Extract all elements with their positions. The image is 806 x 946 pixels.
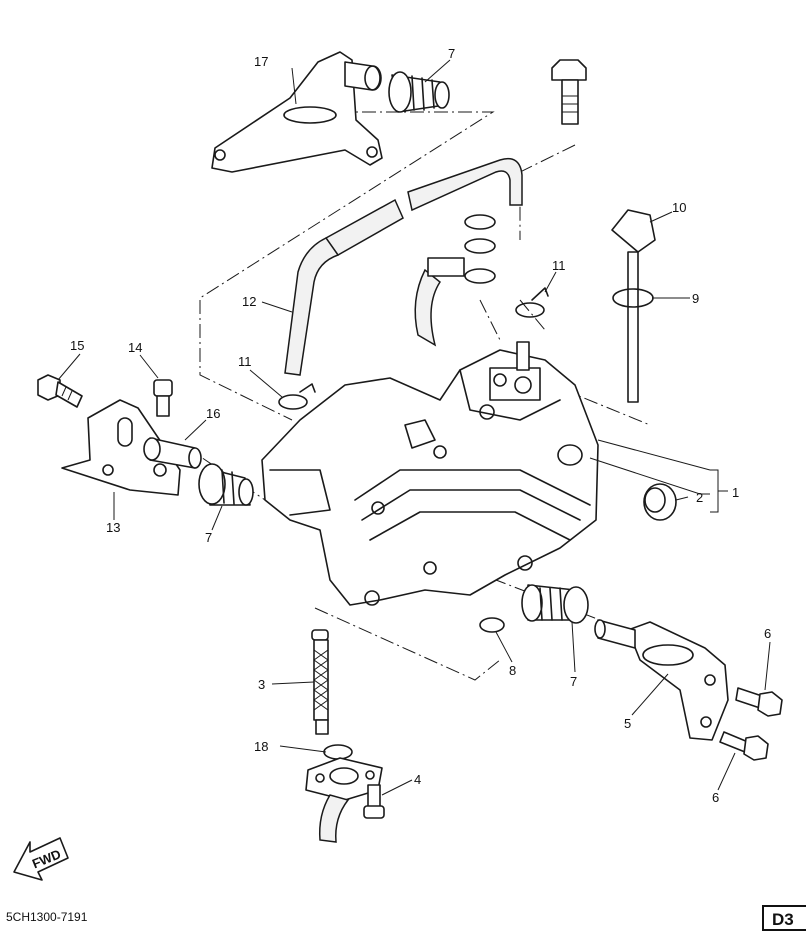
callout-11-left: 11 [238,354,252,369]
callout-10: 10 [672,200,686,215]
page-reference: D3 [762,905,806,931]
damper-7-right [521,584,589,624]
callout-16: 16 [206,406,220,421]
callout-7-top: 7 [448,46,455,61]
bracket-13 [61,399,181,496]
callout-14: 14 [128,340,142,355]
oring-8 [479,617,505,633]
strainer-3 [311,629,329,735]
bolt-6-lower [719,731,769,761]
bracket-5 [594,619,729,741]
dipstick-10 [611,209,656,403]
oring-18 [323,744,353,760]
callout-4: 4 [414,772,421,787]
damper-7-left [198,463,254,506]
bolt-6-upper [735,687,783,717]
callout-15: 15 [70,338,84,353]
bolt-15 [37,374,83,408]
collar-16 [143,437,202,469]
hose-12 [284,157,523,376]
callout-9: 9 [692,291,699,306]
callout-11-right: 11 [552,258,566,273]
callout-1: 1 [732,485,739,500]
callout-13: 13 [106,520,120,535]
fwd-arrow-icon: FWD [13,837,69,881]
callout-5: 5 [624,716,631,731]
bracket-17 [211,51,383,173]
callout-6-lower: 6 [712,790,719,805]
clip-11-left [278,383,316,410]
callout-6-upper: 6 [764,626,771,641]
callout-8: 8 [509,663,516,678]
callout-7-left: 7 [205,530,212,545]
oil-tank-1 [261,341,599,606]
clip-11-right [515,287,549,318]
callout-labels: 1 2 3 4 5 6 6 7 7 7 8 9 10 11 11 12 13 1… [70,46,771,805]
callout-2: 2 [696,490,703,505]
fitting-plate [305,757,383,843]
bolt-14 [153,379,173,417]
bolt-top [551,59,587,125]
banjo-fitting-group [414,214,496,347]
leader-lines [57,59,771,796]
bolt-4 [363,784,385,819]
callout-7-right: 7 [570,674,577,689]
damper-7-top [388,71,450,113]
callout-18: 18 [254,739,268,754]
callout-12: 12 [242,294,256,309]
cap-2 [643,483,677,521]
document-id: 5CH1300-7191 [6,910,88,924]
callout-3: 3 [258,677,265,692]
callout-17: 17 [254,54,268,69]
